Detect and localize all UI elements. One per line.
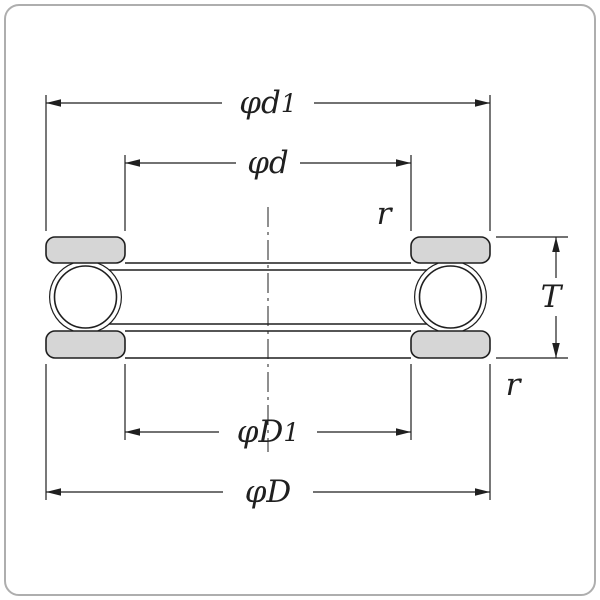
bottom-washer-section-left [45, 330, 126, 359]
ball-right [418, 265, 483, 329]
ball-left [53, 265, 118, 329]
dimension-arrow-right [396, 428, 411, 436]
cage-arc-left-ball-inner [97, 262, 123, 332]
dimension-arrow-right [475, 488, 490, 496]
dimension-arrow-up [552, 237, 560, 252]
dim-label-T: T [541, 279, 564, 315]
dimension-arrow-left [46, 99, 61, 107]
dimension-phi-d: φd [124, 145, 412, 231]
dimension-arrow-left [125, 428, 140, 436]
dimension-phi-D1: φD1 [124, 364, 412, 450]
dimension-arrow-right [475, 99, 490, 107]
dimension-arrow-left [125, 159, 140, 167]
dimension-T: T [496, 236, 568, 359]
dimension-arrow-left [46, 488, 61, 496]
label-radius-top: r [377, 196, 394, 232]
dimension-phi-D: φD [45, 364, 491, 510]
dimension-arrow-down [552, 343, 560, 358]
dim-label-d1: φd1 [239, 85, 296, 121]
dim-label-D1: φD1 [237, 414, 299, 450]
dimension-arrow-right [396, 159, 411, 167]
top-washer-section-left [45, 236, 126, 264]
dim-label-d: φd [247, 145, 289, 181]
dim-label-D: φD [245, 474, 292, 510]
label-radius-bottom: r [506, 367, 523, 403]
dimension-phi-d1: φd1 [45, 85, 491, 231]
cage-arc-right-ball-inner [413, 262, 439, 332]
bottom-washer-section-right [410, 330, 491, 359]
page-border [4, 4, 596, 596]
top-washer-section-right [410, 236, 491, 264]
cage-arc-right-ball-outer [462, 262, 488, 332]
bearing-cross-section [45, 236, 491, 359]
cage-arc-left-ball-outer [48, 262, 74, 332]
